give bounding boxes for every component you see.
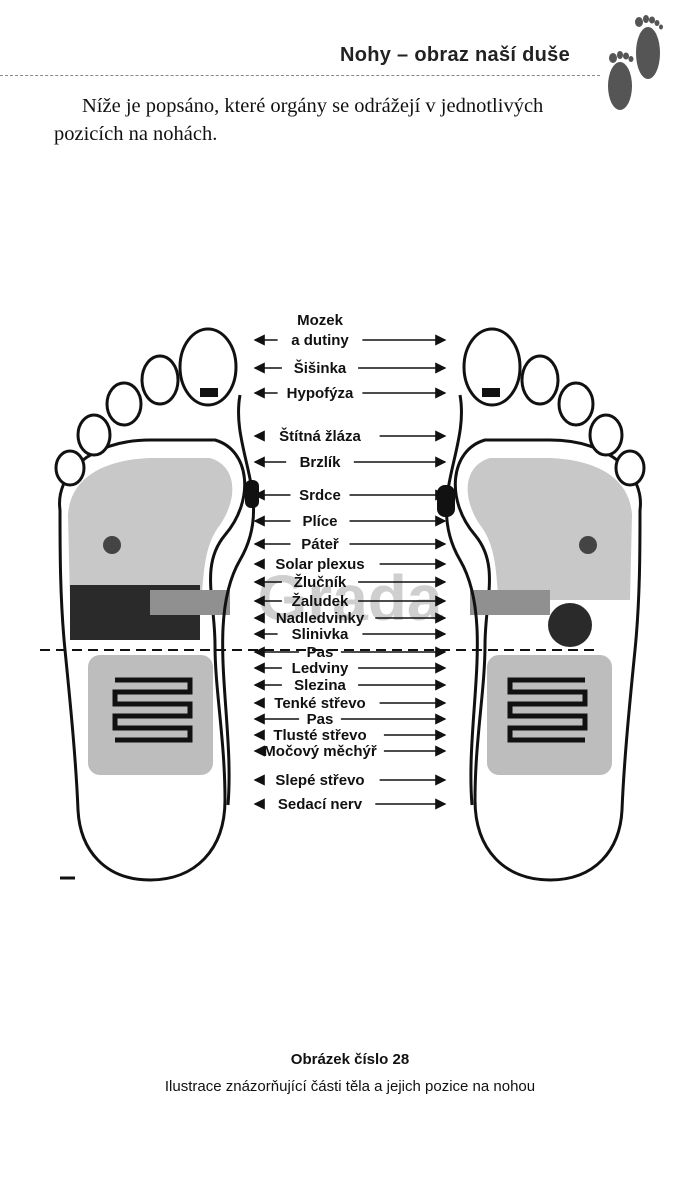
running-header-title: Nohy – obraz naší duše (340, 44, 570, 66)
left-foot (54, 327, 259, 882)
intro-paragraph: Níže je popsáno, které orgány se odrážej… (54, 95, 544, 145)
organ-label: Žlučník (294, 573, 347, 591)
label-leaders (253, 334, 447, 810)
organ-label: Mozek (297, 312, 344, 329)
organ-label: Sedací nerv (278, 796, 363, 813)
organ-label: Nadledvinky (276, 610, 365, 627)
organ-label: Žaludek (292, 592, 349, 610)
footprints-icon (608, 15, 663, 110)
watermark-text: Grada (258, 562, 443, 634)
organ-label: Páteř (301, 536, 339, 553)
organ-label: Hypofýza (287, 385, 354, 402)
foot-reflexology-figure: Grada (40, 312, 646, 882)
organ-label: Tlusté střevo (273, 727, 366, 744)
organ-label: Plíce (302, 513, 337, 530)
organ-label: Močový měchýř (263, 743, 377, 760)
organ-label: Pas (307, 644, 334, 661)
organ-label: Brzlík (300, 454, 342, 471)
organ-label: Tenké střevo (274, 695, 365, 712)
organ-label: Slepé střevo (275, 772, 364, 789)
organ-label: Šišinka (294, 359, 347, 377)
figure-caption-text: Ilustrace znázorňující části těla a jeji… (164, 1078, 536, 1095)
organ-label: Štítná žláza (279, 427, 361, 445)
organ-label: Slezina (294, 677, 346, 694)
organ-label: Pas (307, 711, 334, 728)
organ-label: Slinivka (292, 626, 349, 643)
header-divider (0, 75, 600, 76)
right-foot (437, 327, 646, 882)
organ-label: a dutiny (291, 332, 349, 349)
organ-label: Ledviny (292, 660, 349, 677)
figure-caption-title: Obrázek číslo 28 (290, 1051, 410, 1068)
organ-label: Srdce (299, 487, 341, 504)
organ-label: Solar plexus (275, 556, 364, 573)
